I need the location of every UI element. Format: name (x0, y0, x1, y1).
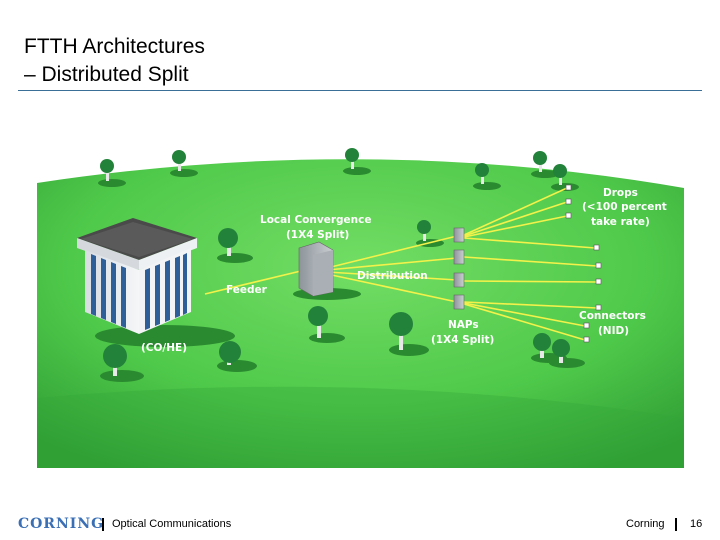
connector-node (565, 212, 572, 219)
nap-box (453, 294, 465, 310)
tree-icon (551, 164, 579, 191)
label-drops-take-rate-2: take rate) (591, 216, 650, 228)
convergence-cabinet (293, 241, 361, 300)
central-office-building (77, 218, 235, 347)
footer-company: Corning (626, 518, 665, 530)
label-local-convergence: Local Convergence (260, 214, 371, 226)
label-co-he: (CO/HE) (141, 342, 187, 354)
feeder-fiber (204, 269, 306, 295)
tree-icon (217, 341, 257, 372)
tree-icon (549, 339, 585, 368)
label-drops-take-rate-1: (<100 percent (582, 201, 667, 213)
label-drops: Drops (603, 187, 638, 199)
label-naps-split: (1X4 Split) (431, 334, 494, 346)
ground (37, 159, 684, 468)
label-feeder: Feeder (226, 284, 268, 296)
tree-icon (531, 151, 559, 178)
slide-footer: CORNING Optical Communications Corning 1… (0, 510, 720, 540)
title-divider (18, 90, 702, 91)
nap-box (453, 272, 465, 288)
tree-icon (98, 159, 126, 187)
tree-icon (389, 312, 429, 356)
tree-icon (473, 163, 501, 190)
connector-node (595, 278, 602, 285)
page-number: 16 (690, 518, 703, 530)
tree-icon (217, 228, 253, 263)
ground-shade (37, 386, 684, 468)
tree-icon (170, 150, 198, 177)
label-naps: NAPs (448, 319, 479, 331)
connector-node (583, 336, 590, 343)
nap-box (453, 227, 465, 243)
connectors (565, 184, 602, 343)
footer-separator (102, 518, 104, 531)
connector-node (595, 304, 602, 311)
tree-icon (308, 306, 345, 343)
tree-icon (100, 344, 144, 382)
nap-box (453, 249, 465, 265)
label-distribution: Distribution (357, 270, 428, 282)
footer-section: Optical Communications (112, 518, 232, 530)
diagram-canvas: Local Convergence (1X4 Split) Feeder Dis… (37, 98, 684, 468)
fiber-lines (204, 187, 598, 341)
label-local-convergence-split: (1X4 Split) (286, 229, 349, 241)
corning-logo: CORNING (18, 516, 105, 532)
footer-separator (675, 518, 677, 531)
label-connectors-nid: (NID) (598, 325, 629, 337)
tree-icon (343, 148, 371, 175)
connector-node (565, 184, 572, 191)
ftth-diagram: Local Convergence (1X4 Split) Feeder Dis… (37, 98, 684, 468)
nap-boxes (453, 227, 465, 310)
connector-node (593, 244, 600, 251)
title-line-2: – Distributed Split (24, 63, 189, 86)
connector-node (583, 322, 590, 329)
slide-title: FTTH Architectures – Distributed Split (24, 33, 205, 89)
connector-node (595, 262, 602, 269)
title-line-1: FTTH Architectures (24, 35, 205, 58)
trees (98, 148, 585, 382)
connector-node (565, 198, 572, 205)
label-connectors: Connectors (579, 310, 646, 322)
